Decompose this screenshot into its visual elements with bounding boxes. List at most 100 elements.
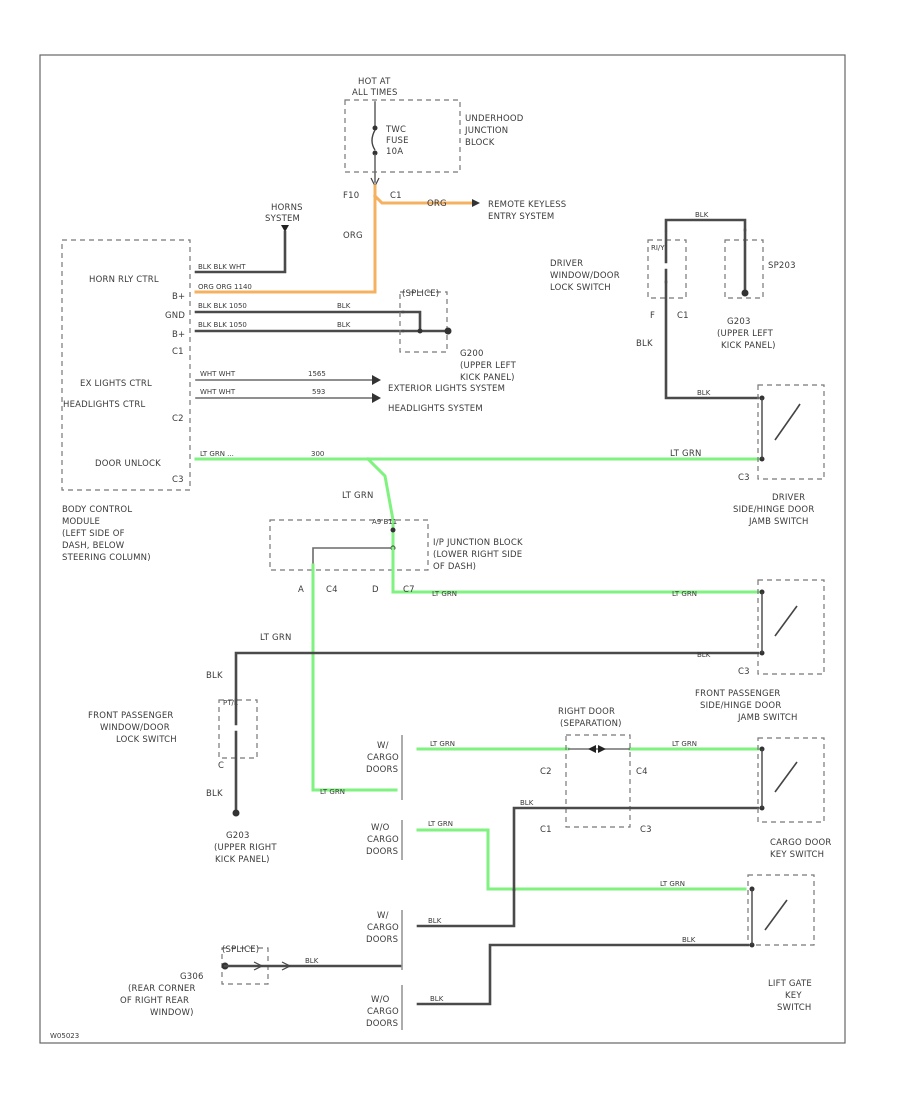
driver-switch-conn: C1 bbox=[677, 311, 689, 321]
fuse-pin-c1: C1 bbox=[390, 191, 402, 201]
cargo-wo2-1: W/O bbox=[371, 995, 390, 1005]
driver-jamb-wire-blk: BLK bbox=[697, 389, 711, 397]
passenger-jamb-conn: C3 bbox=[738, 667, 750, 677]
cargo-door-key-switch bbox=[747, 874, 815, 948]
cargo-wo1-1: W/O bbox=[371, 823, 390, 833]
bcm-wire-door: LT GRN ... bbox=[200, 450, 234, 458]
g306-connector-icon-2 bbox=[281, 961, 292, 971]
bcm-row-head: HEADLIGHTS CTRL bbox=[63, 400, 145, 410]
passenger-window-door-lock-switch: PT/L bbox=[218, 699, 258, 759]
cargo-blk-wire-up bbox=[416, 888, 516, 928]
ip-label-2: (LOWER RIGHT SIDE bbox=[433, 550, 522, 560]
cargo-key-label-1: CARGO DOOR bbox=[770, 838, 831, 848]
cargo-green-wire-lower bbox=[416, 828, 747, 891]
passenger-jamb-label-3: JAMB SWITCH bbox=[737, 713, 798, 723]
wire-label-blk-left-top: BLK bbox=[206, 671, 223, 681]
arrow-ex-lights-icon bbox=[372, 375, 381, 385]
g203-ground-icon bbox=[741, 289, 749, 297]
block-label-2: JUNCTION bbox=[464, 126, 508, 136]
hot-label-2: ALL TIMES bbox=[352, 88, 398, 98]
bcm-wire-ex: WHT WHT bbox=[200, 370, 236, 378]
cargo-with2-1: W/ bbox=[377, 911, 389, 921]
diagram-frame bbox=[39, 54, 846, 1044]
block-label-1: UNDERHOOD bbox=[465, 114, 524, 124]
g306-label-3: OF RIGHT REAR bbox=[120, 996, 189, 1006]
arrow-horns-icon bbox=[281, 225, 289, 232]
ip-bus-wire bbox=[312, 547, 394, 566]
cargo-wo2-3: DOORS bbox=[366, 1019, 398, 1029]
driver-jamb-label-2: SIDE/HINGE DOOR bbox=[733, 505, 814, 515]
g203-right-label-3: KICK PANEL) bbox=[215, 855, 270, 865]
right-door-diode-icon-1 bbox=[588, 745, 596, 753]
bcm-wire-b1: ORG ORG 1140 bbox=[198, 283, 252, 291]
cargo-wo1-2: CARGO bbox=[367, 835, 399, 845]
g200-splice: (SPLICE) bbox=[399, 289, 448, 353]
cargo-wo1-3: DOORS bbox=[366, 847, 398, 857]
passenger-switch-label-2: WINDOW/DOOR bbox=[100, 723, 170, 733]
driver-jamb-wire-lt-grn: LT GRN bbox=[670, 449, 702, 459]
ip-pin-top: A9 B11 bbox=[372, 518, 397, 526]
ip-pin-a: A bbox=[298, 585, 304, 595]
wire-label-lt-grn-left: LT GRN bbox=[260, 633, 292, 643]
rear-side-jamb-switch bbox=[757, 737, 825, 823]
fuse-pin-f10: F10 bbox=[343, 191, 359, 201]
bcm-num-ex: 1565 bbox=[308, 370, 326, 378]
cargo-with1-2: CARGO bbox=[367, 753, 399, 763]
passenger-switch-pin-top: PT/L bbox=[223, 699, 238, 707]
bcm-row-gnd: GND bbox=[165, 311, 185, 321]
bcm-label-1: BODY CONTROL bbox=[62, 505, 132, 515]
block-label-3: BLOCK bbox=[465, 138, 495, 148]
wire-label-blk-driver-top: BLK bbox=[695, 211, 709, 219]
bcm-row-door: DOOR UNLOCK bbox=[95, 459, 161, 469]
fuse-icon bbox=[371, 129, 376, 151]
g203-right-label-2: (UPPER RIGHT bbox=[214, 843, 277, 853]
horn-relay-wire bbox=[194, 230, 287, 274]
bcm-wire-head: WHT WHT bbox=[200, 388, 236, 396]
cargo-key-label-2: KEY SWITCH bbox=[770, 850, 824, 860]
liftgate-label-3: SWITCH bbox=[777, 1003, 812, 1013]
wire-label-org-down: ORG bbox=[343, 231, 363, 241]
driver-switch-label-3: LOCK SWITCH bbox=[550, 283, 611, 293]
ip-junction-block: A9 B11 bbox=[269, 518, 429, 571]
g306-label-2: (REAR CORNER bbox=[128, 984, 196, 994]
bcm-num-door: 300 bbox=[311, 450, 324, 458]
ip-conn-c7: C7 bbox=[403, 585, 415, 595]
bcm-wire-b2: BLK BLK 1050 bbox=[198, 321, 247, 329]
g203-label-2: (UPPER LEFT bbox=[717, 329, 774, 339]
driver-switch-label-2: WINDOW/DOOR bbox=[550, 271, 620, 281]
ip-conn-c4: C4 bbox=[326, 585, 338, 595]
wire-label-blk-left-bot: BLK bbox=[206, 789, 223, 799]
ip-node-top bbox=[390, 527, 396, 533]
bcm-num-head: 593 bbox=[312, 388, 325, 396]
driver-switch-pin-bot: F bbox=[650, 311, 655, 321]
cargo-wire-lt-grn-key: LT GRN bbox=[660, 880, 685, 888]
ip-label-1: I/P JUNCTION BLOCK bbox=[433, 538, 523, 548]
g200-splice-wire bbox=[401, 310, 450, 333]
g203-label-1: G203 bbox=[727, 317, 751, 327]
ex-lights-system-label: EXTERIOR LIGHTS SYSTEM bbox=[388, 384, 505, 394]
g200-wire-tag-1: BLK bbox=[337, 302, 351, 310]
right-door-c2: C2 bbox=[540, 767, 552, 777]
liftgate-label-1: LIFT GATE bbox=[768, 979, 812, 989]
wire-label-lt-grn-center: LT GRN bbox=[342, 491, 374, 501]
g200-splice-label: (SPLICE) bbox=[402, 289, 439, 299]
right-door-c3: C3 bbox=[640, 825, 652, 835]
bcm-row-b2: B+ bbox=[172, 330, 185, 340]
ip-c4-wire bbox=[311, 563, 398, 792]
rke-label-2: ENTRY SYSTEM bbox=[488, 212, 554, 222]
g203-right-label-1: G203 bbox=[226, 831, 250, 841]
underhood-junction-block: HOT AT ALL TIMES TWC FUSE 10A UNDERHOOD … bbox=[343, 77, 524, 201]
bcm-row-b1: B+ bbox=[172, 292, 185, 302]
cargo-wire-lt-grn-left: LT GRN bbox=[320, 788, 345, 796]
body-control-module: HORN RLY CTRL B+ GND B+ C1 EX LIGHTS CTR… bbox=[61, 239, 191, 491]
g200-label-2: (UPPER LEFT bbox=[460, 361, 517, 371]
hot-label-1: HOT AT bbox=[358, 77, 391, 87]
g306-connector-icon bbox=[253, 961, 264, 971]
rke-label-1: REMOTE KEYLESS bbox=[488, 200, 566, 210]
driver-switch-return-wire bbox=[664, 280, 760, 400]
g200-ground-icon bbox=[444, 327, 452, 335]
driver-switch-pin-top: RI/Y bbox=[651, 244, 665, 252]
g306-splice-label: (SPLICE) bbox=[222, 945, 259, 955]
cargo-with1-3: DOORS bbox=[366, 765, 398, 775]
arrow-rke-icon bbox=[472, 199, 480, 207]
